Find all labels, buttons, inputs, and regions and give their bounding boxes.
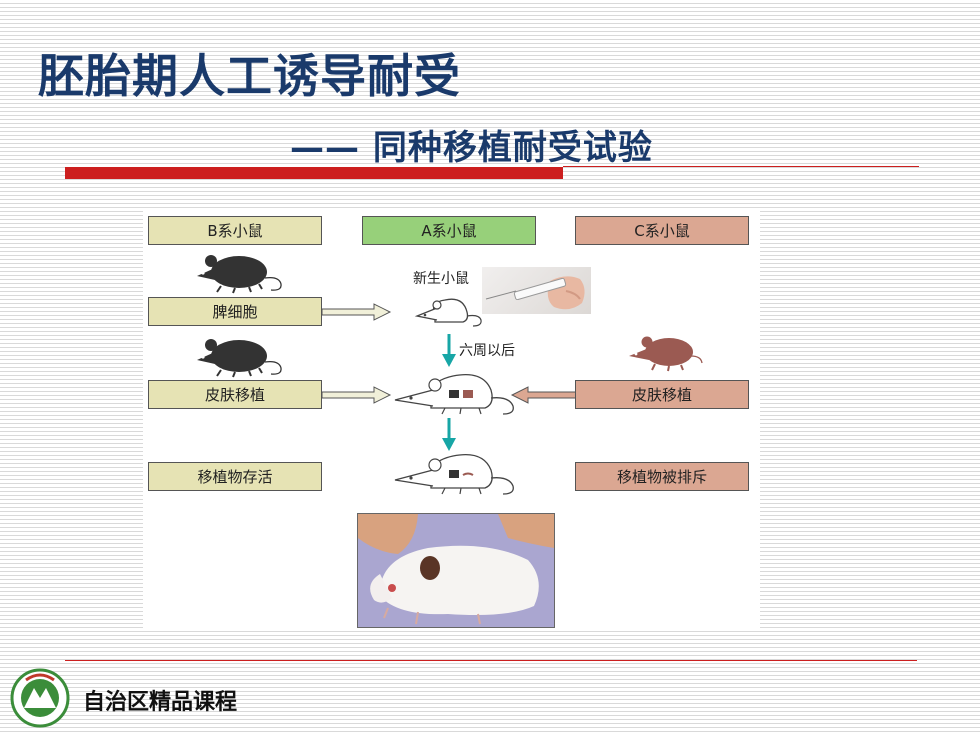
header-strain-c: C系小鼠 xyxy=(575,216,749,245)
box-skin-graft-b: 皮肤移植 xyxy=(148,380,322,409)
black-mouse-icon xyxy=(197,339,282,378)
slide-subtitle: —— 同种移植耐受试验 xyxy=(290,128,653,168)
black-mouse-icon xyxy=(197,255,282,294)
title-underline-line xyxy=(563,166,919,167)
header-strain-a: A系小鼠 xyxy=(362,216,536,245)
slide-title: 胚胎期人工诱导耐受 xyxy=(38,49,461,103)
box-skin-graft-c: 皮肤移植 xyxy=(575,380,749,409)
university-logo-icon xyxy=(10,668,70,728)
brown-mouse-icon xyxy=(629,336,703,372)
arrow-right-icon xyxy=(321,386,392,404)
arrow-right-icon xyxy=(321,303,392,321)
grafted-mouse-photo xyxy=(357,513,555,628)
header-strain-b: B系小鼠 xyxy=(148,216,322,245)
label-six-weeks: 六周以后 xyxy=(459,343,515,359)
result-mouse-icon xyxy=(394,453,514,495)
box-spleen-cells: 脾细胞 xyxy=(148,297,322,326)
footer-divider xyxy=(65,660,917,661)
syringe-injection-photo xyxy=(482,267,591,314)
box-graft-survives: 移植物存活 xyxy=(148,462,322,491)
box-graft-rejected: 移植物被排斥 xyxy=(575,462,749,491)
label-newborn-mouse: 新生小鼠 xyxy=(413,271,469,287)
arrow-left-icon xyxy=(510,386,581,404)
newborn-mouse-icon xyxy=(414,298,482,327)
grafted-mouse-icon xyxy=(394,373,514,415)
title-underline-bar xyxy=(65,167,563,179)
footer-course-label: 自治区精品课程 xyxy=(83,690,238,715)
arrow-down-icon xyxy=(442,418,456,451)
arrow-down-icon xyxy=(442,334,456,367)
diagram-panel: B系小鼠 A系小鼠 C系小鼠 脾细胞 新生小鼠 六周以后 xyxy=(143,210,760,628)
